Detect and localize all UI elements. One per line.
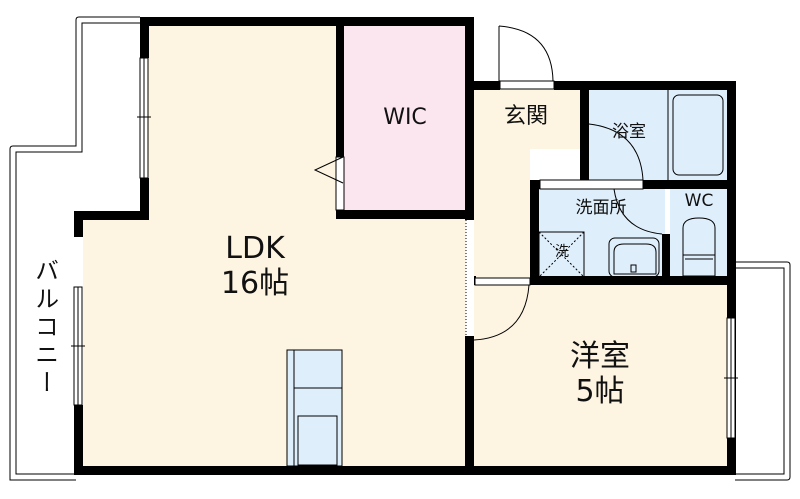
ldk-label: LDK 16帖 (190, 231, 320, 301)
balcony-label: バルコニー (30, 258, 59, 398)
wc-label: WC (684, 191, 714, 211)
ldk-name: LDK (225, 231, 285, 266)
entrance-fill (474, 89, 580, 149)
balcony-left (9, 16, 140, 481)
washroom-label: 洗面所 (575, 198, 627, 218)
western-size: 5帖 (575, 373, 625, 409)
bath-label: 浴室 (612, 122, 646, 142)
doors (313, 25, 663, 341)
washer-pan (538, 231, 585, 278)
washer-label: 洗 (555, 244, 569, 260)
balcony-right (735, 261, 791, 481)
kitchen-counter (286, 349, 343, 467)
western-label: 洋室 5帖 (540, 339, 660, 409)
entrance-label: 玄関 (503, 104, 548, 129)
western-name: 洋室 (570, 339, 630, 374)
western-fill (474, 285, 727, 466)
toilet (682, 217, 716, 277)
wc-fill (670, 188, 727, 276)
ldk-fill (83, 25, 466, 466)
room-fills (83, 25, 727, 466)
hallway-fill (474, 149, 530, 279)
bath-fill (588, 89, 727, 181)
bathtub (672, 94, 724, 176)
wic-label: WIC (383, 105, 427, 130)
ldk-size: 16帖 (220, 265, 290, 301)
walls (74, 17, 736, 475)
sink (608, 237, 660, 278)
fixtures (286, 89, 724, 467)
wic-fill (344, 25, 465, 210)
windows (71, 57, 738, 439)
